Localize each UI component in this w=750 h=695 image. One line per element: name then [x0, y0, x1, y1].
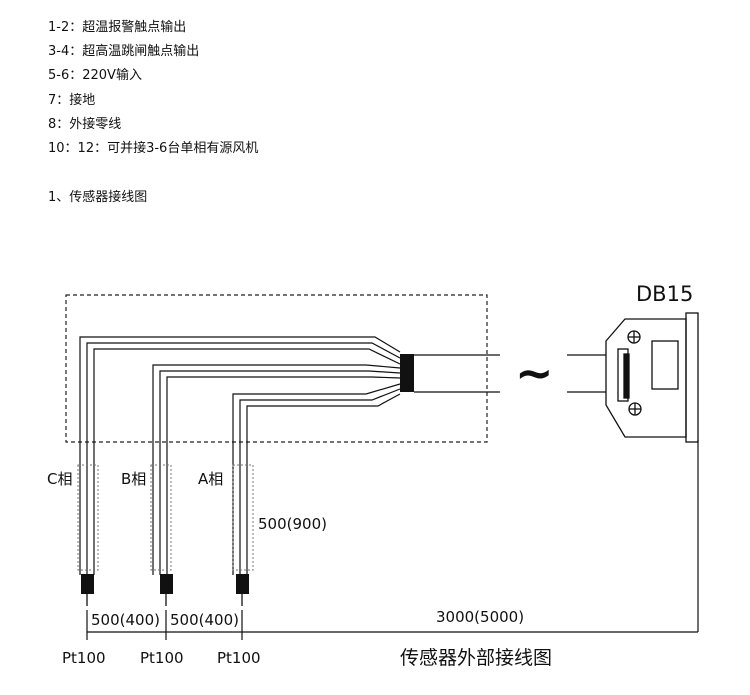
diagram-caption: 传感器外部接线图 [400, 647, 552, 669]
terminal-notes: 1-2：超温报警触点输出 3-4：超高温跳闸触点输出 5-6：220V输入 7：… [48, 16, 258, 161]
heat-shrink-sleeves [77, 464, 254, 571]
phase-label-c: C相 [47, 470, 72, 488]
junction-box-outline [65, 294, 488, 443]
phase-label-b: B相 [121, 470, 146, 488]
note-line: 10：12：可并接3-6台单相有源风机 [48, 141, 259, 157]
phase-label-a: A相 [198, 470, 223, 488]
dimension-line [86, 610, 698, 640]
note-line: 1-2：超温报警触点输出 [48, 20, 187, 35]
pt100-probes [81, 574, 249, 594]
db15-connector [605, 312, 699, 443]
spacing-label-1: 500(400) [91, 611, 160, 629]
note-line: 5-6：220V输入 [48, 68, 142, 84]
cable-length-label: 3000(5000) [436, 608, 524, 626]
sensor-label: Pt100 [217, 649, 261, 667]
note-line: 7：接地 [48, 92, 96, 108]
wire-bundles [79, 336, 699, 632]
break-symbol: ~ [515, 346, 554, 400]
probe-tips [86, 594, 243, 606]
note-line: 8：外接零线 [48, 116, 122, 132]
cable-clamp [400, 354, 414, 392]
connector-label: DB15 [636, 282, 693, 306]
spacing-label-2: 500(400) [170, 611, 239, 629]
lead-length-label: 500(900) [258, 515, 327, 533]
sensor-label: Pt100 [140, 649, 184, 667]
sensor-label: Pt100 [62, 649, 106, 667]
note-line: 3-4：超高温跳闸触点输出 [48, 44, 200, 60]
section-title: 1、传感器接线图 [48, 190, 148, 205]
